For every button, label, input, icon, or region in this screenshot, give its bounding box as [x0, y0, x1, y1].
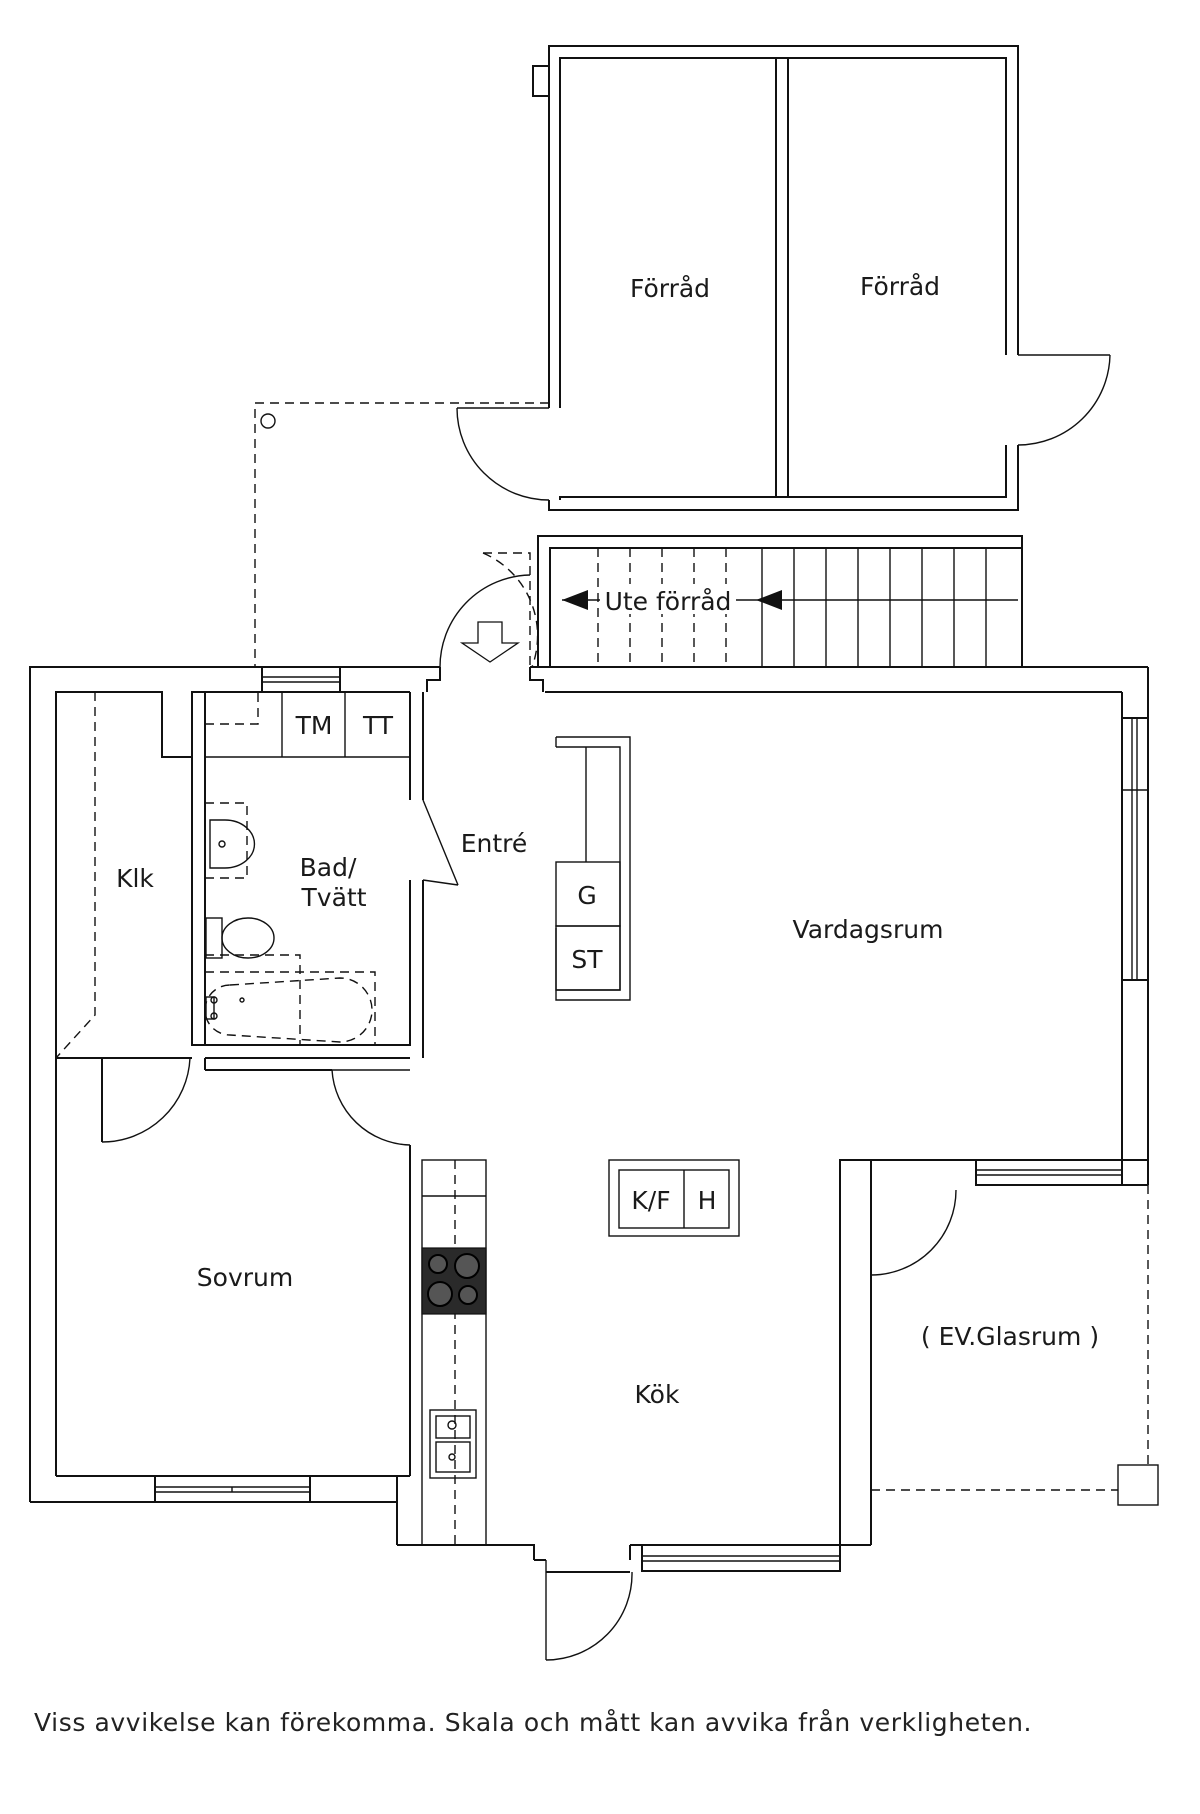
room-label-tvatt: Tvätt [301, 883, 367, 912]
entrance-cabinets [555, 736, 631, 1001]
entrance-door [439, 552, 539, 668]
fixture-label-st: ST [571, 945, 603, 974]
room-label-klk: Klk [116, 864, 154, 893]
room-label-sovrum: Sovrum [197, 1263, 293, 1292]
storage-building [456, 45, 1111, 511]
ute-forrad-area [537, 535, 1023, 667]
room-label-kok: Kök [635, 1380, 680, 1409]
disclaimer-caption: Viss avvikelse kan förekomma. Skala och … [34, 1708, 1033, 1737]
bathroom-fixtures [204, 802, 376, 1045]
room-label-forrad-2: Förråd [860, 272, 940, 301]
room-label-glasrum: ( EV.Glasrum ) [921, 1322, 1099, 1351]
fixture-label-g: G [577, 881, 596, 910]
room-label-vardagsrum: Vardagsrum [793, 915, 944, 944]
fixture-label-kf: K/F [631, 1186, 670, 1215]
fixture-label-tt: TT [362, 711, 394, 740]
house-walls [29, 666, 1159, 1661]
fixture-label-h: H [698, 1186, 717, 1215]
room-label-bad: Bad/ [300, 853, 357, 882]
room-label-ute-forrad: Ute förråd [605, 587, 732, 616]
room-label-forrad-1: Förråd [630, 274, 710, 303]
fixture-label-tm: TM [295, 711, 333, 740]
room-label-entre: Entré [461, 829, 528, 858]
kitchen-fixtures [421, 1159, 740, 1546]
